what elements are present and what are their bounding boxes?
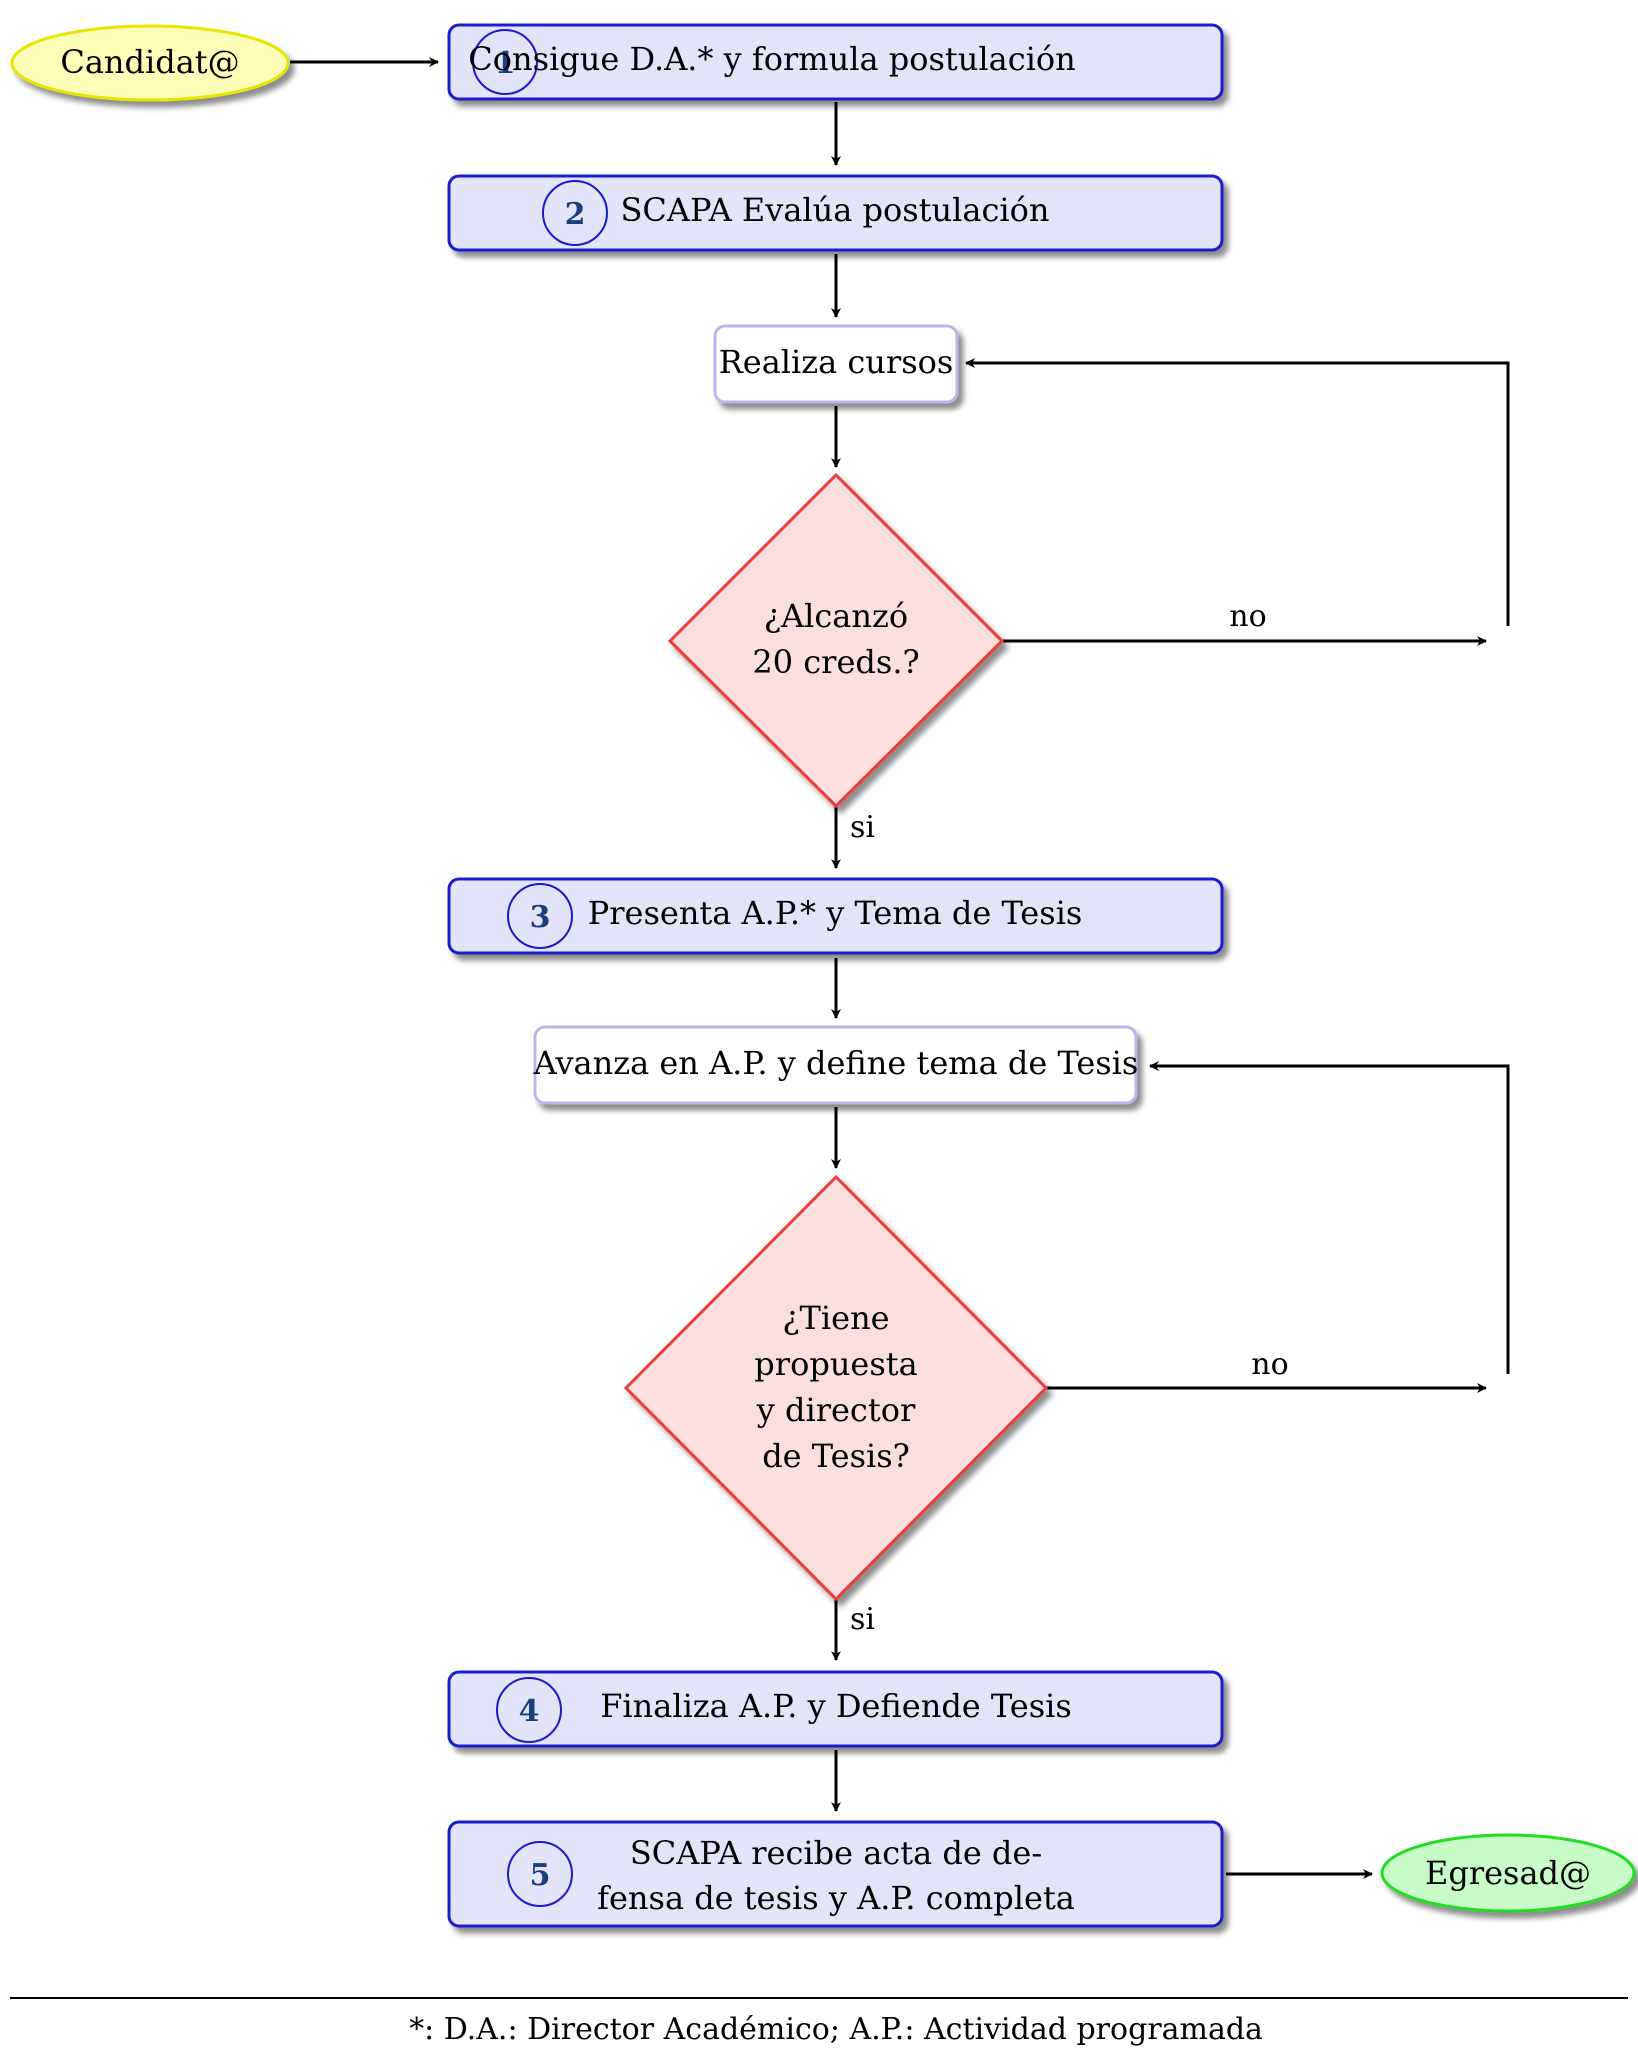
step-5-label-line-1: SCAPA recibe acta de de-: [630, 1834, 1042, 1872]
step-4: 4 Finaliza A.P. y Defiende Tesis: [447, 1670, 1224, 1748]
step-1-label: Consigue D.A.* y formula postulación: [468, 40, 1075, 78]
start-node: Candidat@: [10, 24, 290, 102]
step-2: 2 SCAPA Evalúa postulación: [447, 174, 1224, 252]
step-2-box: [447, 174, 1224, 252]
step-5-number: 5: [530, 1858, 551, 1893]
step-1-number-circle: [472, 29, 538, 95]
decision-1-line-1: ¿Alcanzó: [764, 597, 908, 635]
step-1: 1 Consigue D.A.* y formula postulación: [447, 23, 1224, 101]
decision-2: ¿Tiene propuesta y director de Tesis?: [623, 1174, 1049, 1602]
activity-realiza-cursos: Realiza cursos: [713, 324, 959, 404]
step-1-number: 1: [495, 46, 516, 81]
decision-1: ¿Alcanzó 20 creds.?: [667, 472, 1005, 809]
decision-2-line-3: y director: [756, 1391, 916, 1429]
step-3-number-circle: [507, 883, 573, 949]
end-ellipse: [1380, 1833, 1636, 1913]
step-5: 5 SCAPA recibe acta de de- fensa de tesi…: [447, 1820, 1224, 1928]
activity-avanza: Avanza en A.P. y define tema de Tesis: [533, 1025, 1139, 1105]
edges: [290, 57, 1510, 1879]
decision2-no-label: no: [1251, 1347, 1288, 1382]
decision-2-diamond: [623, 1174, 1049, 1602]
step-3-label: Presenta A.P.* y Tema de Tesis: [588, 894, 1083, 932]
activity-1-label: Realiza cursos: [719, 343, 954, 381]
step-4-number: 4: [519, 1694, 540, 1729]
decision2-yes-label: si: [850, 1602, 875, 1637]
edge-decision1-loop-back: [965, 358, 1510, 626]
decision-2-line-4: de Tesis?: [762, 1437, 910, 1475]
decision-1-diamond: [667, 472, 1005, 809]
step-4-box: [447, 1670, 1224, 1748]
step-2-label: SCAPA Evalúa postulación: [621, 191, 1050, 229]
step-1-box: [447, 23, 1224, 101]
start-label: Candidat@: [60, 43, 239, 81]
edge-decision2-loop-back: [1149, 1061, 1510, 1374]
step-5-number-circle: [507, 1841, 573, 1907]
end-label: Egresad@: [1425, 1854, 1591, 1892]
step-4-label: Finaliza A.P. y Defiende Tesis: [600, 1687, 1072, 1725]
activity-2-label: Avanza en A.P. y define tema de Tesis: [533, 1044, 1139, 1082]
decision1-no-label: no: [1229, 599, 1266, 634]
step-3: 3 Presenta A.P.* y Tema de Tesis: [447, 877, 1224, 955]
activity-1-box: [713, 324, 959, 404]
step-2-number: 2: [565, 197, 586, 232]
step-2-number-circle: [542, 180, 608, 246]
end-node: Egresad@: [1380, 1833, 1636, 1913]
decision-2-line-1: ¿Tiene: [782, 1299, 889, 1337]
decision-1-line-2: 20 creds.?: [752, 643, 919, 681]
step-3-number: 3: [530, 900, 551, 935]
decision1-yes-label: si: [850, 810, 875, 845]
step-5-box: [447, 1820, 1224, 1928]
start-ellipse: [10, 24, 290, 102]
decision-2-line-2: propuesta: [754, 1345, 917, 1383]
footnote-text: *: D.A.: Director Académico; A.P.: Activ…: [409, 2012, 1263, 2047]
step-5-label-line-2: fensa de tesis y A.P. completa: [597, 1879, 1075, 1917]
step-3-box: [447, 877, 1224, 955]
activity-2-box: [533, 1025, 1138, 1105]
step-4-number-circle: [496, 1677, 562, 1743]
